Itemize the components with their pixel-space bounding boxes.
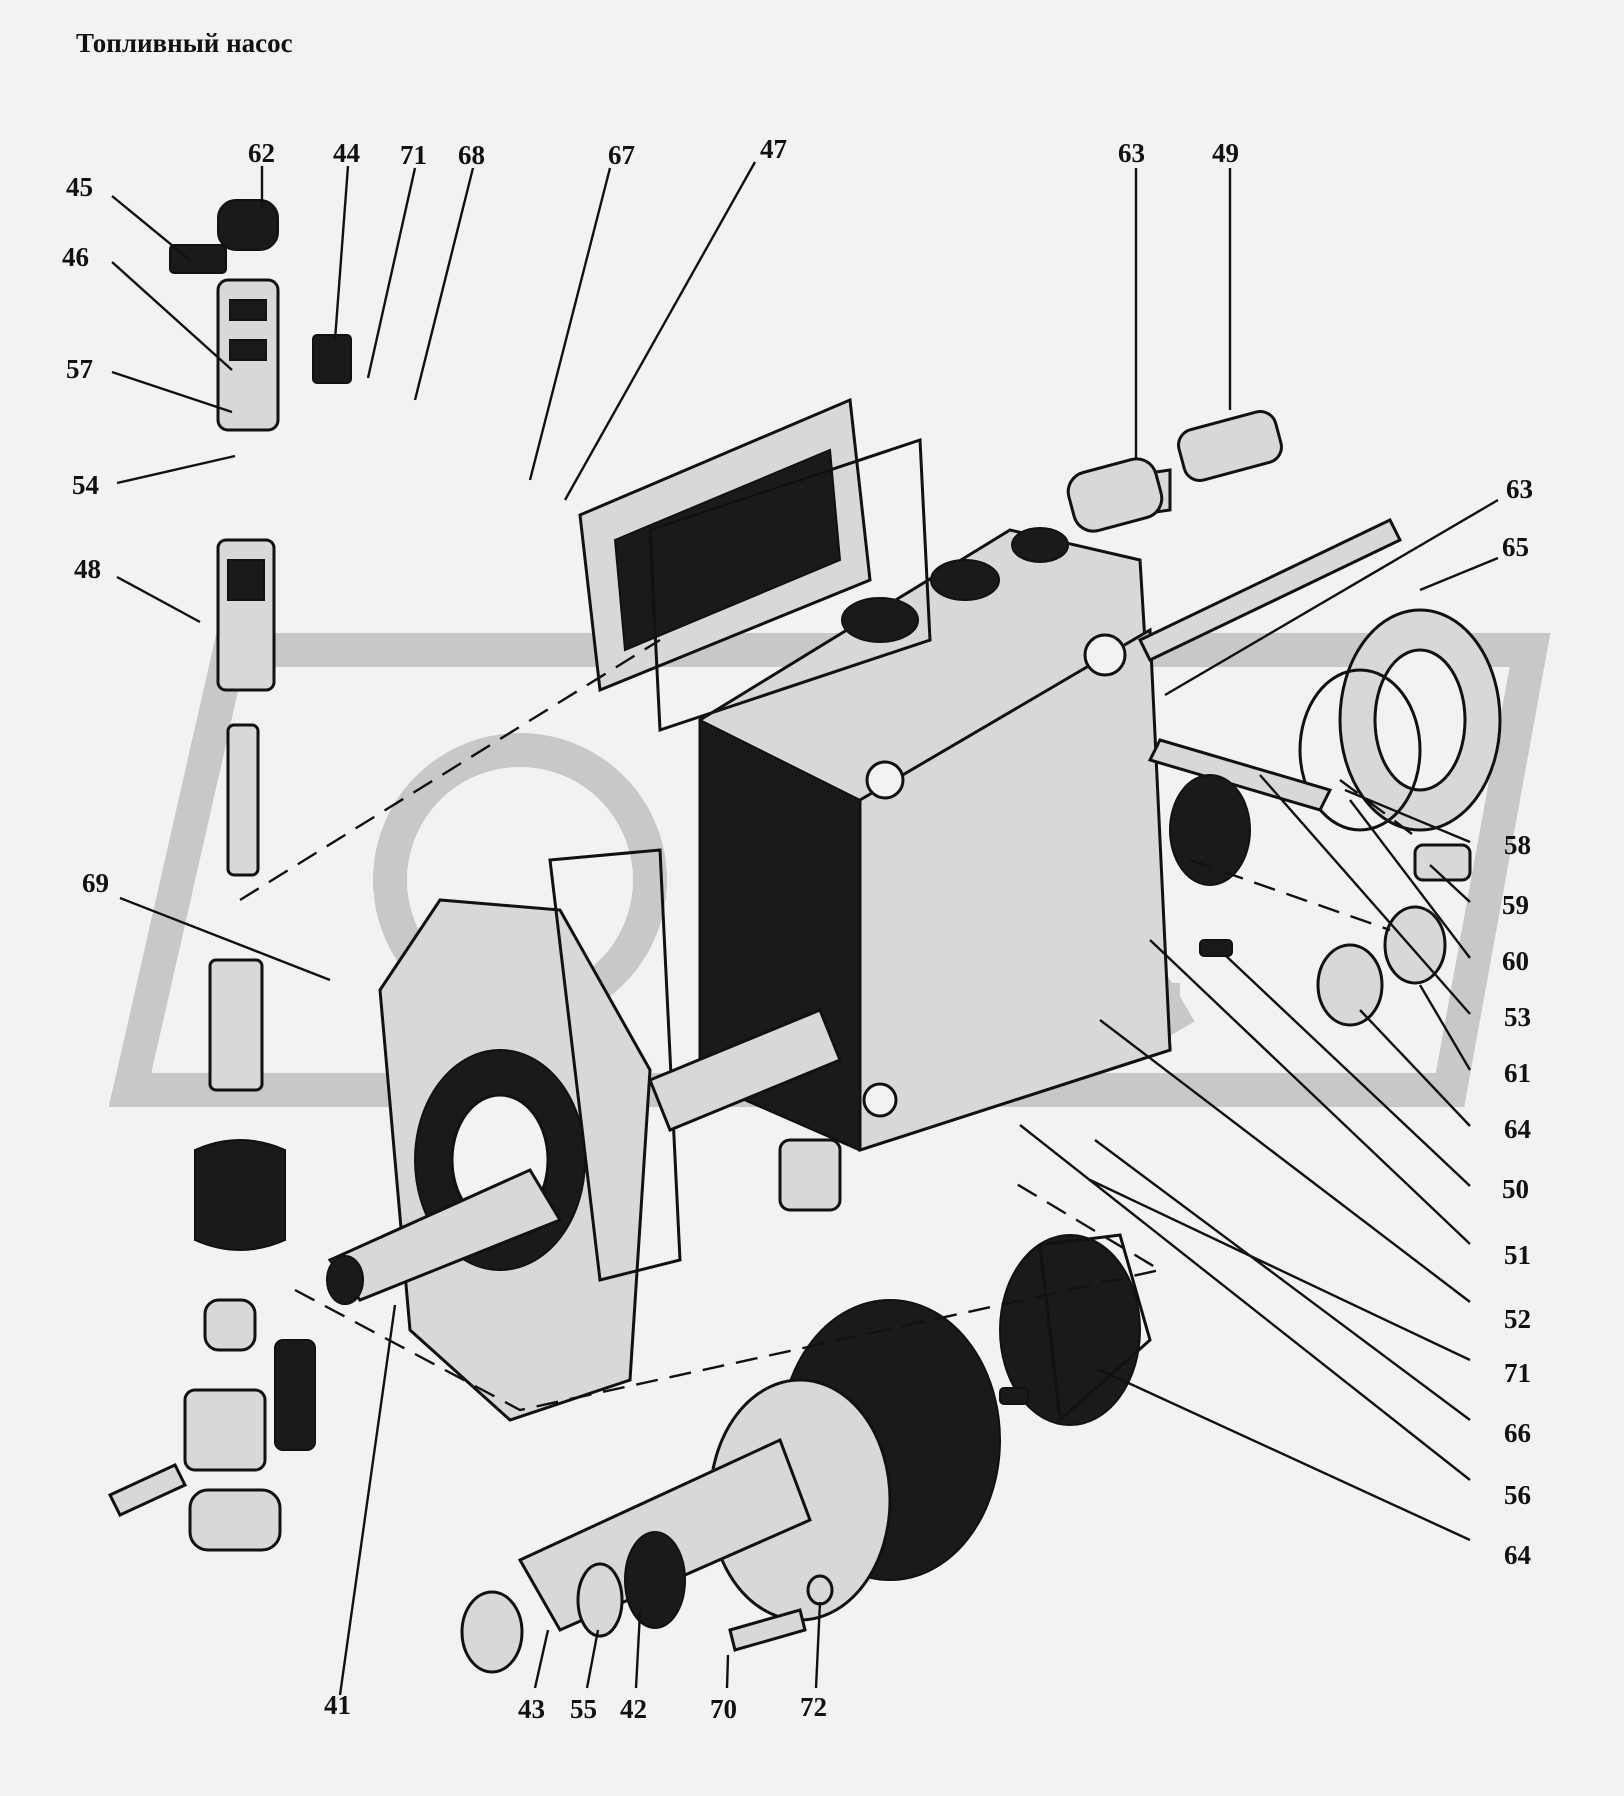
callout-64-bottom: 64 [1504, 1540, 1531, 1570]
plunger-assembly [107, 199, 352, 1552]
callout-67: 67 [608, 140, 635, 170]
callout-49: 49 [1212, 138, 1239, 168]
callout-63-right: 63 [1506, 474, 1533, 504]
callout-64-right: 64 [1504, 1114, 1531, 1144]
callout-69: 69 [82, 868, 109, 898]
top-cover-and-gasket [578, 397, 932, 733]
callout-60: 60 [1502, 946, 1529, 976]
callout-65: 65 [1502, 532, 1529, 562]
callout-47: 47 [760, 134, 787, 164]
callout-71-top: 71 [400, 140, 427, 170]
callout-42: 42 [620, 1694, 647, 1724]
page-title: Топливный насос [76, 28, 293, 58]
callout-57: 57 [66, 354, 93, 384]
camshaft [326, 1008, 842, 1305]
callout-70: 70 [710, 1694, 737, 1724]
callout-55: 55 [570, 1694, 597, 1724]
callout-59: 59 [1502, 890, 1529, 920]
callout-56: 56 [1504, 1480, 1531, 1510]
callout-71-right: 71 [1504, 1358, 1531, 1388]
assembly-dashed-lines [239, 638, 1421, 1412]
callout-41: 41 [324, 1690, 351, 1720]
callout-62: 62 [248, 138, 275, 168]
coupling-parts [460, 1233, 1152, 1674]
callout-50: 50 [1502, 1174, 1529, 1204]
callout-58: 58 [1504, 830, 1531, 860]
pump-housing [698, 527, 1172, 1212]
callout-43: 43 [518, 1694, 545, 1724]
callout-51: 51 [1504, 1240, 1531, 1270]
callout-68: 68 [458, 140, 485, 170]
callout-53: 53 [1504, 1002, 1531, 1032]
leader-lines [111, 161, 1499, 1696]
callout-54: 54 [72, 470, 99, 500]
right-side-parts [1066, 410, 1502, 1027]
callout-46: 46 [62, 242, 89, 272]
callout-66: 66 [1504, 1418, 1531, 1448]
callout-63-top: 63 [1118, 138, 1145, 168]
callout-61: 61 [1504, 1058, 1531, 1088]
callout-45: 45 [66, 172, 93, 202]
callout-48: 48 [74, 554, 101, 584]
callout-72: 72 [800, 1692, 827, 1722]
callout-52: 52 [1504, 1304, 1531, 1334]
callout-44: 44 [333, 138, 360, 168]
callout-labels: 45 46 57 54 48 62 44 71 68 67 47 63 49 6… [62, 134, 1533, 1724]
